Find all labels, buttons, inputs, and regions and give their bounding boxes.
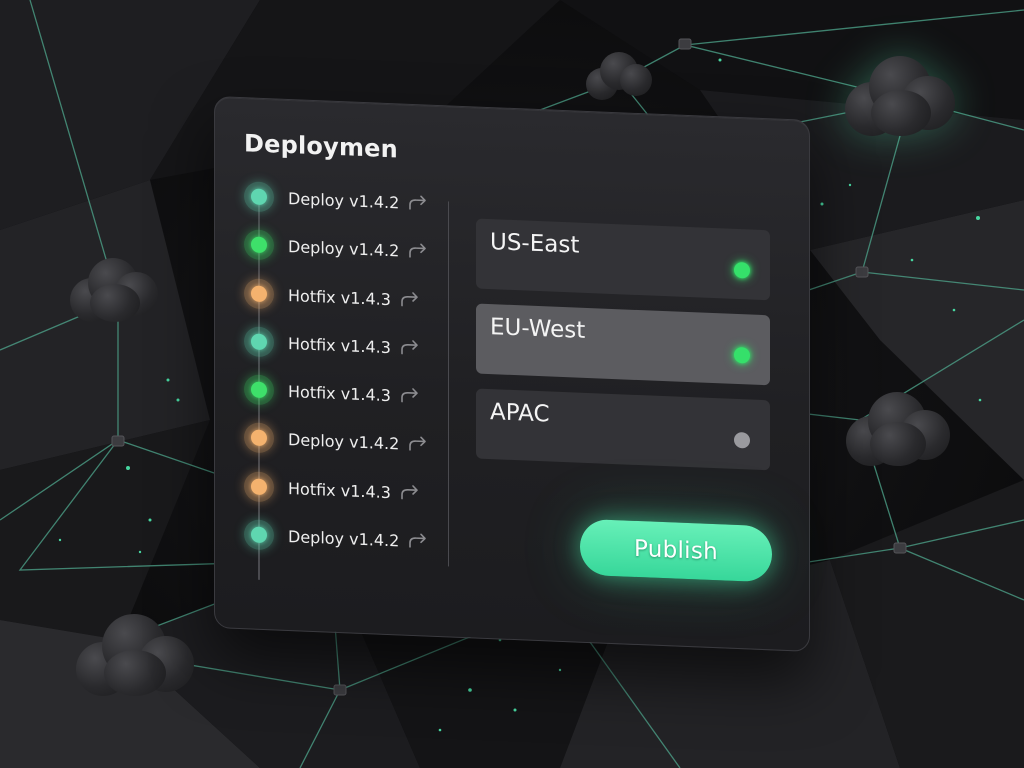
redo-arrow-icon[interactable] (399, 483, 421, 502)
region-status-dot (734, 431, 750, 449)
redo-arrow-icon[interactable] (407, 435, 429, 454)
redo-arrow-icon[interactable] (407, 532, 429, 551)
region-status-dot (734, 346, 750, 364)
region-card-eu-west[interactable]: EU-West (476, 303, 770, 386)
status-dot (244, 326, 274, 358)
timeline-item[interactable]: Deploy v1.4.2 (244, 422, 434, 460)
cloud-icon (845, 56, 955, 136)
timeline-item[interactable]: Deploy v1.4.2 (244, 181, 434, 219)
timeline-item[interactable]: Hotfix v1.4.3 (244, 471, 434, 509)
status-dot (244, 278, 274, 310)
region-card-apac[interactable]: APAC (476, 388, 770, 471)
publish-button[interactable]: Publish (580, 518, 772, 583)
region-name: APAC (490, 399, 550, 428)
redo-arrow-icon[interactable] (407, 242, 429, 261)
region-name: US-East (490, 229, 580, 259)
status-dot (244, 181, 274, 213)
timeline-item-label: Hotfix v1.4.3 (288, 381, 391, 405)
status-dot (244, 519, 274, 551)
timeline-item-label: Hotfix v1.4.3 (288, 285, 391, 309)
redo-arrow-icon[interactable] (407, 194, 429, 213)
timeline-item-label: Hotfix v1.4.3 (288, 478, 391, 502)
status-dot (244, 374, 274, 406)
region-card-us-east[interactable]: US-East (476, 218, 770, 301)
timeline-item-label: Deploy v1.4.2 (288, 188, 400, 212)
redo-arrow-icon[interactable] (399, 386, 421, 405)
timeline-item[interactable]: Hotfix v1.4.3 (244, 278, 434, 316)
timeline-item-label: Deploy v1.4.2 (288, 236, 400, 260)
timeline-item-label: Deploy v1.4.2 (288, 526, 400, 550)
timeline-item[interactable]: Hotfix v1.4.3 (244, 374, 434, 412)
cloud-icon (70, 258, 158, 322)
region-status-dot (734, 261, 750, 279)
redo-arrow-icon[interactable] (399, 338, 421, 357)
status-dot (244, 229, 274, 261)
timeline-item[interactable]: Deploy v1.4.2 (244, 229, 434, 267)
column-divider (448, 201, 449, 567)
redo-arrow-icon[interactable] (399, 290, 421, 309)
timeline-item-label: Deploy v1.4.2 (288, 429, 400, 453)
status-dot (244, 422, 274, 454)
timeline-item[interactable]: Hotfix v1.4.3 (244, 326, 434, 364)
timeline-item-label: Hotfix v1.4.3 (288, 333, 391, 357)
status-dot (244, 471, 274, 503)
cloud-icon (586, 52, 652, 100)
timeline-item[interactable]: Deploy v1.4.2 (244, 519, 434, 557)
cloud-icon (76, 614, 194, 696)
deployment-panel: Deploymen Deploy v1.4.2 Deploy v1.4.2 Ho… (214, 96, 810, 652)
region-name: EU-West (490, 314, 586, 344)
deployment-timeline: Deploy v1.4.2 Deploy v1.4.2 Hotfix v1.4.… (214, 96, 808, 551)
cloud-icon (846, 392, 950, 466)
